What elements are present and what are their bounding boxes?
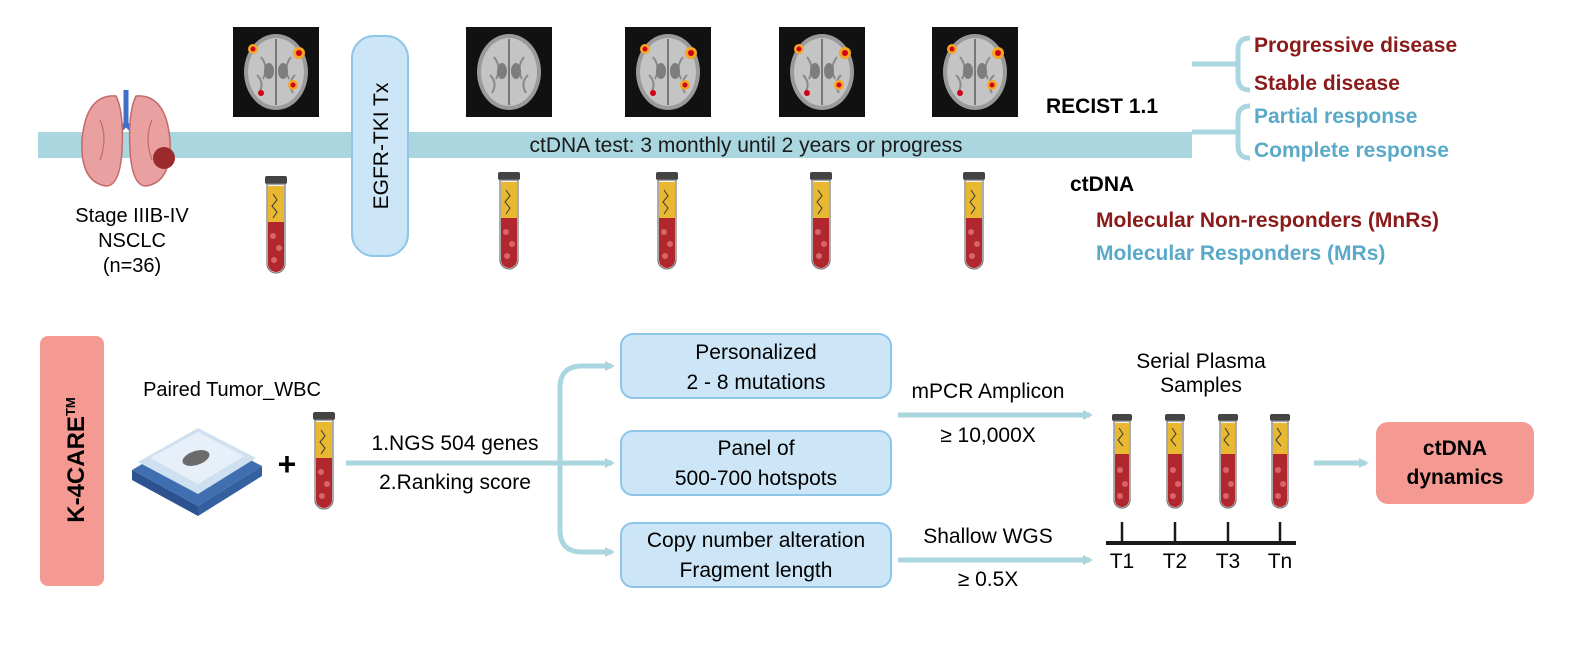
paired-sample-label: Paired Tumor_WBC [143,379,321,401]
brain-scan-baseline [232,26,320,118]
tissue-slide-icon [132,428,262,516]
outcome-brackets [1192,35,1251,161]
serial-label-line1: Serial Plasma [1136,350,1266,373]
timeline-bar [38,132,1192,158]
timepoint-t1: T1 [1110,550,1135,573]
panel-line1: Panel of [717,437,794,460]
brain-scan-1 [465,26,553,118]
personalized-box [620,333,892,399]
cohort-label-line3: (n=36) [103,255,161,277]
serial-tube-t2 [1164,413,1186,509]
result-line1: ctDNA [1423,437,1487,460]
blood-tube-2 [655,171,679,270]
ctdna-responders: Molecular Responders (MRs) [1096,242,1385,265]
panel-box [620,430,892,496]
serial-tube-tn [1269,413,1291,509]
treatment-label: EGFR-TKI Tx [370,82,393,209]
brain-scan-2 [624,26,712,118]
swgs-depth: ≥ 0.5X [958,568,1019,591]
mpcr-label: mPCR Amplicon [912,380,1065,403]
timepoint-t3: T3 [1216,550,1241,573]
brand-label: K-4CARETM [63,397,90,522]
treatment-pill [351,35,409,257]
serial-tube-t1 [1111,413,1133,509]
result-line2: dynamics [1407,466,1504,489]
cna-line2: Fragment length [680,559,833,582]
cna-line1: Copy number alteration [647,529,865,552]
blood-tube-baseline [264,175,288,274]
lungs-icon [81,90,175,187]
brain-scan-3 [778,26,866,118]
time-axis [1106,522,1296,545]
brand-box [40,336,104,586]
blood-tube-4 [962,171,986,270]
serial-label-line2: Samples [1160,374,1242,397]
recist-stable: Stable disease [1254,72,1400,95]
timeline-bar-text: ctDNA test: 3 monthly until 2 years or p… [529,134,962,157]
swgs-label: Shallow WGS [923,525,1053,548]
blood-tube-1 [497,171,521,270]
personalized-line2: 2 - 8 mutations [687,371,826,394]
timepoint-t2: T2 [1163,550,1188,573]
cna-box [620,522,892,588]
cohort-label-line2: NSCLC [98,230,166,252]
panel-line2: 500-700 hotspots [675,467,837,490]
brain-scan-4 [931,26,1019,118]
step-ranking: 2.Ranking score [379,471,531,494]
plus-sign: + [278,446,297,482]
result-box [1376,422,1534,504]
serial-tube-t3 [1217,413,1239,509]
recist-progressive: Progressive disease [1254,34,1457,57]
recist-partial: Partial response [1254,105,1417,128]
blood-tube-3 [809,171,833,270]
ctdna-heading: ctDNA [1070,173,1134,196]
personalized-line1: Personalized [695,341,816,364]
ctdna-nonresponders: Molecular Non-responders (MnRs) [1096,209,1439,232]
branch-arrows [557,361,615,557]
recist-complete: Complete response [1254,139,1449,162]
step-ngs: 1.NGS 504 genes [372,432,539,455]
mpcr-depth: ≥ 10,000X [940,424,1036,447]
wbc-tube [312,411,336,510]
timepoint-tn: Tn [1268,550,1293,573]
recist-heading: RECIST 1.1 [1046,95,1158,118]
cohort-label-line1: Stage IIIB-IV [75,205,189,227]
